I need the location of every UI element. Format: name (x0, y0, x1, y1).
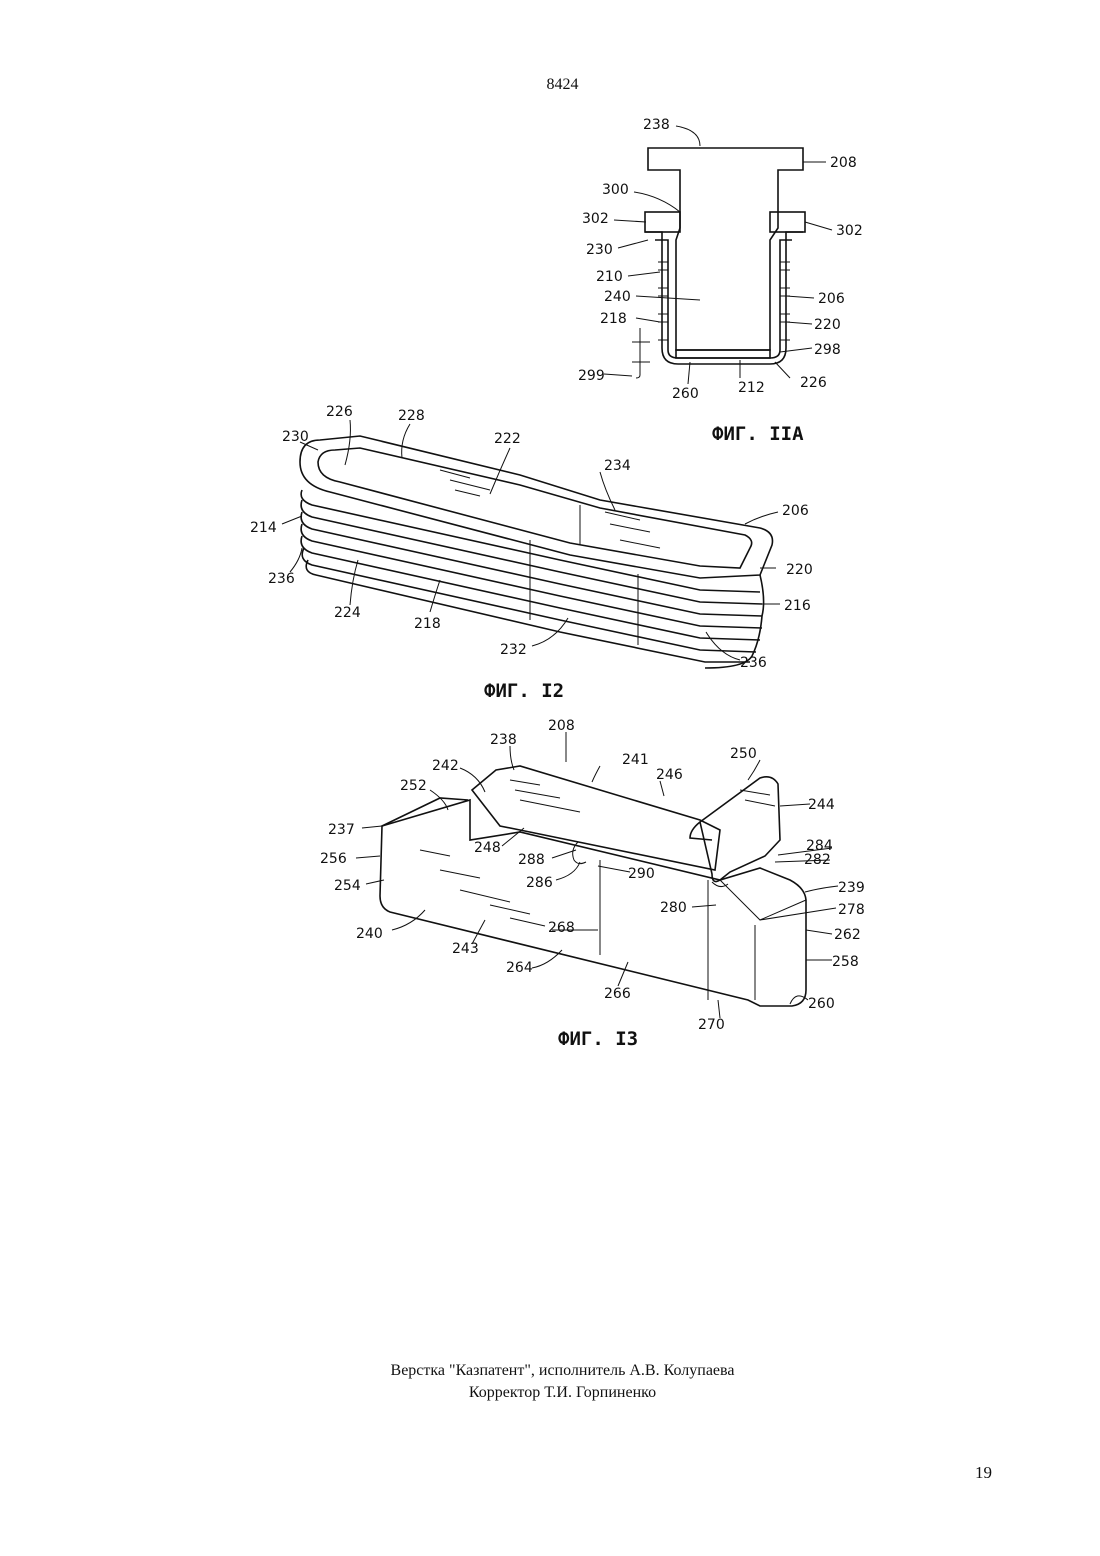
label-270: 270 (698, 1017, 725, 1033)
figure-13-drawing: 208 238 241 250 242 246 244 252 237 248 … (320, 718, 865, 1050)
label-228: 228 (398, 408, 425, 424)
label-298: 298 (814, 342, 841, 358)
label-278: 278 (838, 902, 865, 918)
figure-11a-caption: ФИГ. IIA (712, 423, 804, 445)
label-260: 260 (672, 386, 699, 402)
label-218: 218 (414, 616, 441, 632)
label-258: 258 (832, 954, 859, 970)
figure-13-caption: ФИГ. I3 (558, 1028, 638, 1050)
label-240: 240 (356, 926, 383, 942)
label-230: 230 (282, 429, 309, 445)
label-220: 220 (814, 317, 841, 333)
label-262: 262 (834, 927, 861, 943)
label-244: 244 (808, 797, 835, 813)
label-246: 246 (656, 767, 683, 783)
label-236-right: 236 (740, 655, 767, 671)
label-206: 206 (818, 291, 845, 307)
label-242: 242 (432, 758, 459, 774)
label-264: 264 (506, 960, 533, 976)
label-256: 256 (320, 851, 347, 867)
footer-credits: Верстка "Казпатент", исполнитель А.В. Ко… (0, 1360, 1100, 1404)
label-222: 222 (494, 431, 521, 447)
footer-line-layout: Верстка "Казпатент", исполнитель А.В. Ко… (0, 1360, 1100, 1382)
label-299: 299 (578, 368, 605, 384)
label-232: 232 (500, 642, 527, 658)
label-216: 216 (784, 598, 811, 614)
page-number: 19 (975, 1463, 992, 1483)
label-218: 218 (600, 311, 627, 327)
label-226: 226 (326, 404, 353, 420)
label-226: 226 (800, 375, 827, 391)
label-241: 241 (622, 752, 649, 768)
label-238: 238 (643, 117, 670, 133)
label-248: 248 (474, 840, 501, 856)
figure-12-caption: ФИГ. I2 (484, 680, 564, 702)
label-288: 288 (518, 852, 545, 868)
label-208: 208 (548, 718, 575, 734)
label-260: 260 (808, 996, 835, 1012)
label-224: 224 (334, 605, 361, 621)
label-286: 286 (526, 875, 553, 891)
label-250: 250 (730, 746, 757, 762)
label-268: 268 (548, 920, 575, 936)
label-220: 220 (786, 562, 813, 578)
label-206: 206 (782, 503, 809, 519)
label-243: 243 (452, 941, 479, 957)
label-230: 230 (586, 242, 613, 258)
label-212: 212 (738, 380, 765, 396)
label-239: 239 (838, 880, 865, 896)
footer-line-corrector: Корректор Т.И. Горпиненко (0, 1382, 1100, 1404)
label-300: 300 (602, 182, 629, 198)
label-252: 252 (400, 778, 427, 794)
label-282: 282 (804, 852, 831, 868)
label-208: 208 (830, 155, 857, 171)
label-302-right: 302 (836, 223, 863, 239)
label-240: 240 (604, 289, 631, 305)
label-254: 254 (334, 878, 361, 894)
label-237: 237 (328, 822, 355, 838)
label-290: 290 (628, 866, 655, 882)
label-266: 266 (604, 986, 631, 1002)
figure-12-drawing: 226 228 230 222 234 206 214 236 224 218 … (250, 404, 813, 702)
figure-11a-drawing: 238 208 300 302 302 230 210 240 206 218 … (578, 117, 863, 445)
label-210: 210 (596, 269, 623, 285)
label-236: 236 (268, 571, 295, 587)
label-280: 280 (660, 900, 687, 916)
label-238: 238 (490, 732, 517, 748)
label-214: 214 (250, 520, 277, 536)
label-234: 234 (604, 458, 631, 474)
label-302-left: 302 (582, 211, 609, 227)
